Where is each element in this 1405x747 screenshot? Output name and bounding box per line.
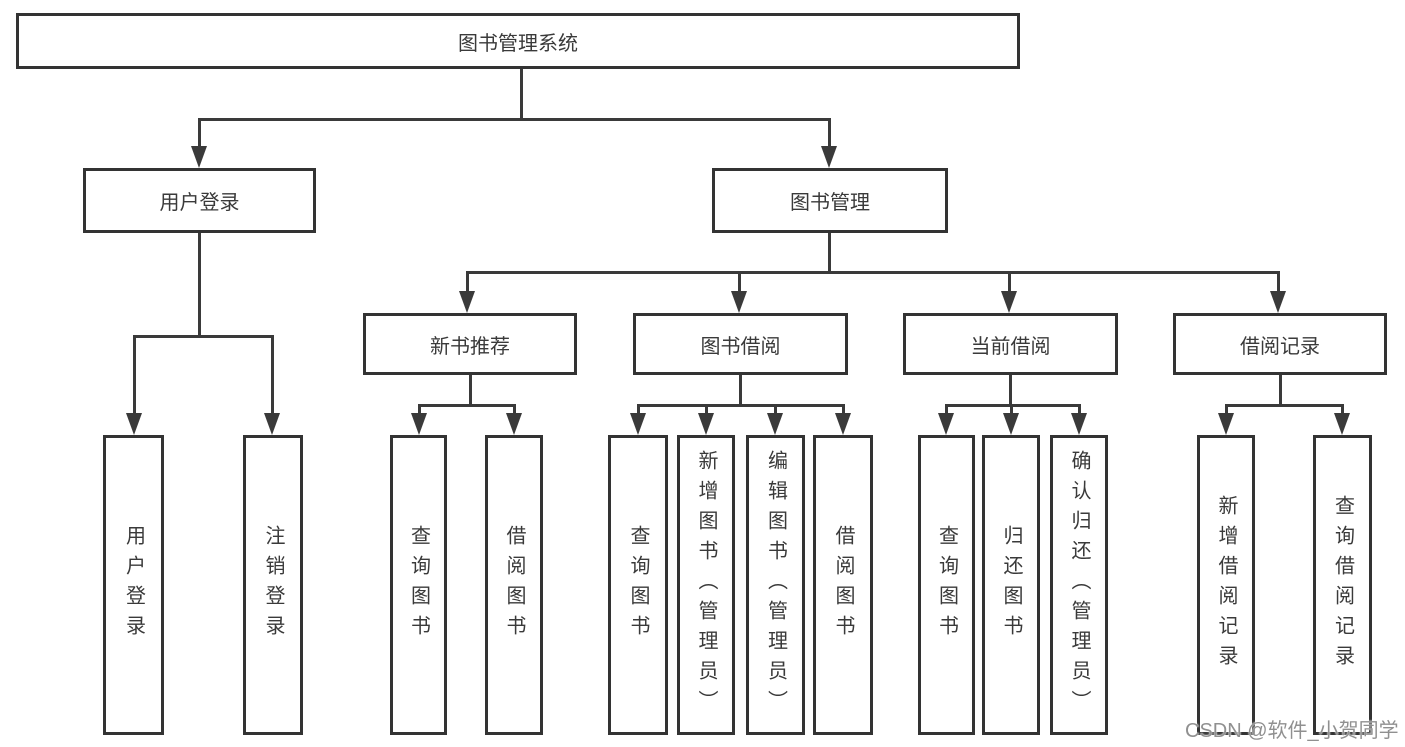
node-book-management-label: 图书管理 — [790, 192, 870, 214]
connector-s1-drop-3 — [774, 404, 777, 415]
leaf-recommend-borrow-books-label: 借阅图书 — [503, 525, 525, 645]
connector-root-rail — [198, 118, 830, 121]
node-borrowing-records-label: 借阅记录 — [1240, 335, 1320, 358]
connector-s1-rail — [637, 404, 844, 407]
connector-root-stem — [520, 69, 523, 118]
leaf-add-borrow-record: 新增借阅记录 — [1197, 435, 1255, 735]
arrow-down-icon — [767, 413, 783, 435]
connector-s1-drop-4 — [842, 404, 845, 415]
arrow-down-icon — [630, 413, 646, 435]
leaf-recommend-query-books: 查询图书 — [390, 435, 447, 735]
leaf-user-login: 用户登录 — [103, 435, 164, 735]
leaf-logout: 注销登录 — [243, 435, 303, 735]
leaf-edit-books-admin: 编辑图书（管理员） — [746, 435, 805, 735]
arrow-down-icon — [411, 413, 427, 435]
leaf-borrowing-query-books-label: 查询图书 — [627, 525, 649, 645]
connector-root-drop-right — [828, 118, 831, 148]
connector-s0-drop-2 — [513, 404, 516, 415]
connector-mgmt-drop-3 — [1008, 271, 1011, 293]
arrow-down-icon — [731, 291, 747, 313]
node-root-label: 图书管理系统 — [458, 32, 578, 55]
node-book-borrowing-label: 图书借阅 — [700, 335, 781, 358]
arrow-down-icon — [938, 413, 954, 435]
arrow-down-icon — [126, 413, 142, 435]
arrow-down-icon — [835, 413, 851, 435]
leaf-recommend-borrow-books: 借阅图书 — [485, 435, 543, 735]
leaf-current-query-books: 查询图书 — [918, 435, 975, 735]
leaf-edit-books-admin-label: 编辑图书（管理员） — [764, 450, 787, 720]
arrow-down-icon — [264, 413, 280, 435]
connector-login-stem — [198, 233, 201, 335]
connector-mgmt-drop-1 — [466, 271, 469, 293]
connector-login-rail — [133, 335, 273, 338]
leaf-borrowing-borrow-books: 借阅图书 — [813, 435, 873, 735]
connector-mgmt-drop-2 — [738, 271, 741, 293]
connector-s3-rail — [1225, 404, 1343, 407]
connector-s0-stem — [469, 375, 472, 406]
leaf-return-books-label: 归还图书 — [1000, 525, 1022, 645]
node-current-borrowing: 当前借阅 — [903, 313, 1118, 375]
connector-mgmt-rail — [466, 271, 1280, 274]
arrow-down-icon — [1071, 413, 1087, 435]
node-book-management: 图书管理 — [712, 168, 948, 233]
connector-s2-drop-1 — [945, 404, 948, 415]
csdn-watermark: CSDN @软件_小贺同学 — [1185, 720, 1399, 742]
arrow-down-icon — [1334, 413, 1350, 435]
leaf-user-login-label: 用户登录 — [122, 525, 145, 645]
leaf-query-borrow-record: 查询借阅记录 — [1313, 435, 1372, 735]
leaf-return-books: 归还图书 — [982, 435, 1040, 735]
connector-s2-drop-2 — [1010, 404, 1013, 415]
connector-s2-stem — [1009, 375, 1012, 406]
leaf-current-query-books-label: 查询图书 — [935, 525, 958, 645]
arrow-down-icon — [1003, 413, 1019, 435]
arrow-down-icon — [1001, 291, 1017, 313]
node-new-book-recommend-label: 新书推荐 — [430, 335, 510, 358]
arrow-down-icon — [459, 291, 475, 313]
leaf-add-books-admin-label: 新增图书（管理员） — [695, 450, 717, 720]
node-root: 图书管理系统 — [16, 13, 1020, 69]
arrow-down-icon — [191, 146, 207, 168]
leaf-confirm-return-admin-label: 确认归还（管理员） — [1068, 450, 1090, 720]
connector-login-drop-1 — [133, 335, 136, 415]
leaf-logout-label: 注销登录 — [262, 525, 284, 645]
connector-s1-drop-2 — [705, 404, 708, 415]
arrow-down-icon — [821, 146, 837, 168]
leaf-query-borrow-record-label: 查询借阅记录 — [1331, 495, 1354, 675]
connector-s0-rail — [418, 404, 515, 407]
connector-s3-drop-2 — [1341, 404, 1344, 415]
node-book-borrowing: 图书借阅 — [633, 313, 848, 375]
leaf-confirm-return-admin: 确认归还（管理员） — [1050, 435, 1108, 735]
connector-s0-drop-1 — [418, 404, 421, 415]
connector-s3-drop-1 — [1225, 404, 1228, 415]
node-current-borrowing-label: 当前借阅 — [970, 335, 1051, 358]
connector-s1-drop-1 — [637, 404, 640, 415]
connector-mgmt-drop-4 — [1277, 271, 1280, 293]
leaf-borrowing-query-books: 查询图书 — [608, 435, 668, 735]
connector-s3-stem — [1279, 375, 1282, 406]
connector-root-drop-left — [198, 118, 201, 148]
node-new-book-recommend: 新书推荐 — [363, 313, 577, 375]
leaf-borrowing-borrow-books-label: 借阅图书 — [832, 525, 854, 645]
arrow-down-icon — [698, 413, 714, 435]
node-user-login: 用户登录 — [83, 168, 316, 233]
leaf-add-borrow-record-label: 新增借阅记录 — [1215, 495, 1237, 675]
node-borrowing-records: 借阅记录 — [1173, 313, 1387, 375]
arrow-down-icon — [1218, 413, 1234, 435]
leaf-recommend-query-books-label: 查询图书 — [407, 525, 430, 645]
connector-login-drop-2 — [271, 335, 274, 415]
arrow-down-icon — [506, 413, 522, 435]
connector-s1-stem — [739, 375, 742, 406]
leaf-add-books-admin: 新增图书（管理员） — [677, 435, 735, 735]
node-user-login-label: 用户登录 — [159, 192, 240, 214]
connector-s2-drop-3 — [1078, 404, 1081, 415]
connector-mgmt-stem — [828, 233, 831, 273]
arrow-down-icon — [1270, 291, 1286, 313]
